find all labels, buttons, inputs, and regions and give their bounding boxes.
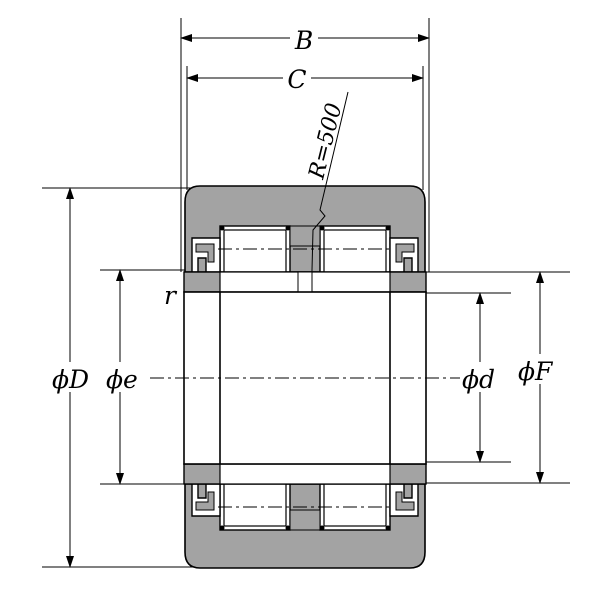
label-phi-e: ϕe: [106, 365, 138, 394]
label-c: C: [287, 65, 306, 94]
rollers: [218, 225, 392, 531]
roller-top-left: [223, 229, 287, 273]
labels: B C R=500 r ϕD ϕe ϕd ϕF: [52, 26, 558, 394]
label-phi-f: ϕF: [518, 357, 554, 386]
label-radius: R=500: [304, 101, 347, 183]
seals: [191, 237, 419, 517]
roller-bottom-left: [223, 483, 287, 527]
roller-bottom-right: [323, 483, 387, 527]
roller-top-right: [323, 229, 387, 273]
label-r: r: [164, 281, 178, 310]
label-phi-d-bore: ϕd: [462, 365, 495, 394]
label-b: B: [294, 26, 313, 55]
radius-leader: [311, 91, 349, 292]
label-phi-d-outer: ϕD: [52, 365, 89, 394]
